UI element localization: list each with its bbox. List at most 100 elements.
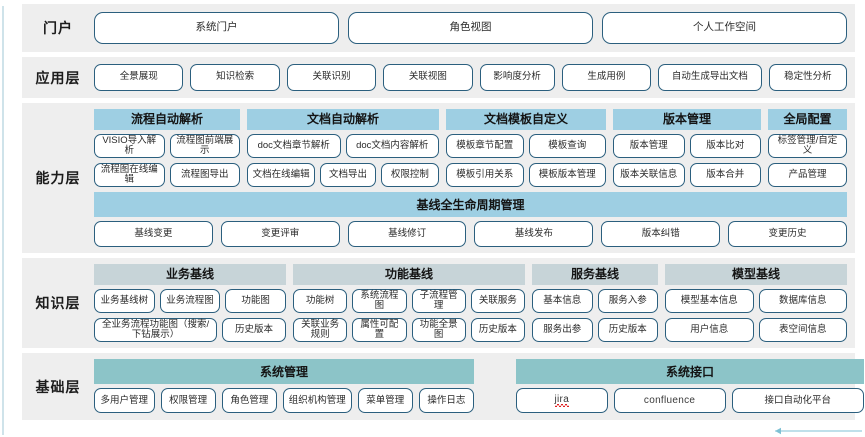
group-items-row: 版本关联信息 版本合并 (613, 163, 761, 188)
portal-item-personal-workspace[interactable]: 个人工作空间 (602, 12, 847, 44)
iface-label-confluence: confluence (643, 395, 696, 407)
iface-item-confluence[interactable]: confluence (613, 388, 726, 414)
know-item-database-info[interactable]: 数据库信息 (758, 289, 847, 314)
cap-item-version-management[interactable]: 版本管理 (613, 134, 685, 159)
know-item-function-panorama[interactable]: 功能全景图 (411, 318, 466, 343)
cap-item-doc-chapter-parse[interactable]: doc文档章节解析 (247, 134, 341, 159)
cap-item-flowchart-export[interactable]: 流程图导出 (169, 163, 240, 188)
portal-item-row: 系统门户 角色视图 个人工作空间 (94, 12, 847, 44)
app-item-relation-view[interactable]: 关联视图 (383, 64, 473, 91)
know-item-history-version-business[interactable]: 历史版本 (222, 318, 286, 343)
know-item-system-flowchart[interactable]: 系统流程图 (352, 289, 407, 314)
know-item-tablespace-info[interactable]: 表空间信息 (758, 318, 847, 343)
baseline-item-version-correction[interactable]: 版本纠错 (601, 221, 721, 248)
baseline-lifecycle-item-row: 基线变更 变更评审 基线修订 基线发布 版本纠错 变更历史 (94, 221, 847, 248)
group-items-row: 模型基本信息 数据库信息 (665, 289, 847, 314)
know-item-related-service[interactable]: 关联服务 (470, 289, 525, 314)
cap-item-doc-content-parse[interactable]: doc文档内容解析 (345, 134, 439, 159)
know-item-function-chart[interactable]: 功能图 (225, 289, 287, 314)
group-header-doc-parse: 文档自动解析 (247, 109, 439, 131)
cap-item-template-query[interactable]: 模板查询 (528, 134, 606, 159)
group-items-row: 模板引用关系 模板版本管理 (446, 163, 606, 188)
know-item-service-basic-info[interactable]: 基本信息 (532, 289, 593, 314)
cap-item-doc-online-edit[interactable]: 文档在线编辑 (247, 163, 316, 188)
know-item-function-tree[interactable]: 功能树 (293, 289, 348, 314)
know-item-history-version-function[interactable]: 历史版本 (470, 318, 525, 343)
foundation-block-system-interface: 系统接口 jira confluence 接口自动化平台 (516, 359, 864, 414)
portal-item-system-portal[interactable]: 系统门户 (94, 12, 339, 44)
cap-item-flowchart-online-edit[interactable]: 流程图在线编辑 (94, 163, 165, 188)
layer-label-capability: 能力层 (35, 170, 81, 187)
group-items-row: 流程图在线编辑 流程图导出 (94, 163, 240, 188)
group-items-row: 业务基线树 业务流程图 功能图 (94, 289, 287, 314)
layer-band-knowledge: 知识层 业务基线 业务基线树 业务流程图 功能图 全业务流程功能图（搜索/下钻展… (22, 258, 855, 349)
group-items-row: 模板章节配置 模板查询 (446, 134, 606, 159)
know-item-model-basic-info[interactable]: 模型基本信息 (665, 289, 754, 314)
cap-item-doc-export[interactable]: 文档导出 (320, 163, 376, 188)
cap-item-version-relation-info[interactable]: 版本关联信息 (613, 163, 685, 188)
know-item-business-baseline-tree[interactable]: 业务基线树 (94, 289, 155, 314)
group-items-row: 标签管理/自定义 (768, 134, 847, 159)
layer-label-knowledge: 知识层 (35, 295, 81, 312)
application-item-row: 全景展现 知识检索 关联识别 关联视图 影响度分析 生成用例 自动生成导出文档 … (94, 64, 847, 91)
know-item-full-business-flow-function-chart[interactable]: 全业务流程功能图（搜索/下钻展示） (94, 318, 218, 343)
cap-item-version-merge[interactable]: 版本合并 (689, 163, 761, 188)
iface-item-interface-automation-platform[interactable]: 接口自动化平台 (731, 388, 864, 414)
know-item-service-input-param[interactable]: 服务入参 (597, 289, 658, 314)
know-item-business-flowchart[interactable]: 业务流程图 (159, 289, 221, 314)
cap-item-template-reference-relation[interactable]: 模板引用关系 (446, 163, 524, 188)
layer-band-foundation: 基础层 系统管理 多用户管理 权限管理 角色管理 组织机构管理 菜单管理 操作日… (22, 353, 864, 421)
knowledge-group-service-baseline: 服务基线 基本信息 服务入参 服务出参 历史版本 (532, 264, 658, 343)
app-item-generate-case[interactable]: 生成用例 (561, 64, 652, 91)
sys-item-org-structure-mgmt[interactable]: 组织机构管理 (282, 388, 352, 414)
group-items-row: 功能树 系统流程图 子流程管理 关联服务 (293, 289, 525, 314)
baseline-item-release[interactable]: 基线发布 (474, 221, 594, 248)
knowledge-group-model-baseline: 模型基线 模型基本信息 数据库信息 用户信息 表空间信息 (665, 264, 847, 343)
system-management-item-row: 多用户管理 权限管理 角色管理 组织机构管理 菜单管理 操作日志 (94, 388, 474, 414)
portal-item-role-view[interactable]: 角色视图 (348, 12, 593, 44)
cap-item-flowchart-frontend-display[interactable]: 流程图前端展示 (169, 134, 240, 159)
sys-item-menu-mgmt[interactable]: 菜单管理 (357, 388, 413, 414)
app-item-relation-identify[interactable]: 关联识别 (286, 64, 377, 91)
knowledge-group-business-baseline: 业务基线 业务基线树 业务流程图 功能图 全业务流程功能图（搜索/下钻展示） 历… (94, 264, 287, 343)
cap-item-permission-control[interactable]: 权限控制 (380, 163, 439, 188)
baseline-item-change-history[interactable]: 变更历史 (728, 221, 847, 248)
cap-item-version-compare[interactable]: 版本比对 (689, 134, 761, 159)
cap-item-product-management[interactable]: 产品管理 (768, 163, 847, 188)
group-items-row: 用户信息 表空间信息 (665, 318, 847, 343)
app-item-stability-analysis[interactable]: 稳定性分析 (768, 64, 847, 91)
app-item-panorama[interactable]: 全景展现 (94, 64, 184, 91)
know-item-user-info[interactable]: 用户信息 (665, 318, 754, 343)
cap-item-template-chapter-config[interactable]: 模板章节配置 (446, 134, 524, 159)
baseline-item-change-review[interactable]: 变更评审 (220, 221, 340, 248)
sys-item-operation-log[interactable]: 操作日志 (418, 388, 474, 414)
app-item-impact-analysis[interactable]: 影响度分析 (479, 64, 555, 91)
group-header-service-baseline: 服务基线 (532, 264, 658, 286)
know-item-attribute-configurable[interactable]: 属性可配置 (352, 318, 407, 343)
know-item-related-business-rule[interactable]: 关联业务规则 (293, 318, 348, 343)
know-item-subprocess-mgmt[interactable]: 子流程管理 (411, 289, 466, 314)
group-items-row: 关联业务规则 属性可配置 功能全景图 历史版本 (293, 318, 525, 343)
know-item-service-output-param[interactable]: 服务出参 (532, 318, 593, 343)
cap-item-template-version-mgmt[interactable]: 模板版本管理 (528, 163, 606, 188)
cap-item-visio-import-parse[interactable]: VISIO导入解析 (94, 134, 165, 159)
group-items-row: 全业务流程功能图（搜索/下钻展示） 历史版本 (94, 318, 286, 343)
cap-item-tag-mgmt-custom[interactable]: 标签管理/自定义 (768, 134, 847, 159)
sys-item-role-mgmt[interactable]: 角色管理 (221, 388, 277, 414)
sys-item-permission-mgmt[interactable]: 权限管理 (160, 388, 216, 414)
left-accent-rail (0, 4, 5, 437)
sys-item-multi-user-mgmt[interactable]: 多用户管理 (94, 388, 155, 414)
app-item-knowledge-search[interactable]: 知识检索 (190, 64, 280, 91)
baseline-item-revision[interactable]: 基线修订 (347, 221, 467, 248)
know-item-history-version-service[interactable]: 历史版本 (597, 318, 658, 343)
group-items-row: 基本信息 服务入参 (532, 289, 658, 314)
group-header-business-baseline: 业务基线 (94, 264, 286, 286)
layer-band-portal: 门户 系统门户 角色视图 个人工作空间 (22, 4, 855, 52)
iface-item-jira[interactable]: jira (516, 388, 608, 414)
baseline-item-change[interactable]: 基线变更 (94, 221, 213, 248)
layer-band-capability: 能力层 流程自动解析 VISIO导入解析 流程图前端展示 流程图在线编辑 流程图… (22, 103, 855, 254)
group-items-row: VISIO导入解析 流程图前端展示 (94, 134, 240, 159)
app-item-auto-export-doc[interactable]: 自动生成导出文档 (658, 64, 762, 91)
group-items-row: doc文档章节解析 doc文档内容解析 (247, 134, 439, 159)
corner-arrow-icon (775, 427, 862, 435)
